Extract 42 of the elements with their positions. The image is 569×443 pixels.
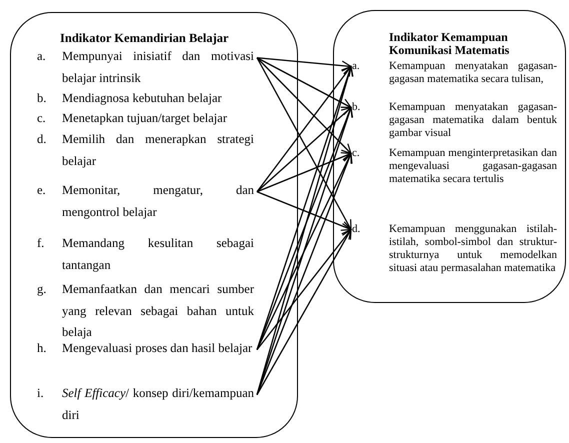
list-item-text: Kemampuan menginterpretasikan dan mengevaluasi gagasan-gagasan matematika secara tertulis: [389, 147, 557, 186]
list-item-text: Memonitar, mengatur, dan mengontrol belajar: [62, 182, 254, 221]
list-marker: h.: [37, 340, 48, 357]
rounded-panel: [10, 12, 298, 438]
rounded-panel: [333, 10, 566, 303]
list-item-text: Memilih dan menerapkan strategi belajar: [62, 131, 254, 170]
list-item-text: Mempunyai inisiatif dan motivasi belajar intrinsik: [62, 48, 254, 87]
list-marker: c.: [352, 147, 361, 161]
list-marker: d.: [37, 131, 48, 148]
list-item-text: Kemampuan menyatakan gagasan-gagasan matematika secara tulisan,: [389, 60, 557, 86]
arrow: [256, 66, 352, 192]
panel-heading: Indikator Kemampuan Komunikasi Matematis: [389, 31, 510, 57]
list-item-text: Kemampuan menyatakan gagasan-gagasan matematika dalam bentuk gambar visual: [389, 101, 557, 140]
list-item-text: Self Efficacy/ konsep diri/kemampuan diri: [62, 385, 254, 424]
list-marker: a.: [352, 60, 361, 74]
arrow: [256, 152, 352, 350]
arrow: [256, 106, 352, 192]
arrow: [256, 228, 352, 396]
list-marker: a.: [37, 48, 47, 65]
list-item-text: Memanfaatkan dan mencari sumber yang relevan sebagai bahan untuk belaja: [62, 281, 254, 341]
list-marker: g.: [37, 281, 48, 298]
list-marker: d.: [352, 223, 362, 237]
panel-heading: Indikator Kemandirian Belajar: [60, 32, 230, 46]
arrow: [256, 152, 352, 192]
list-marker: b.: [352, 101, 362, 115]
list-marker: b.: [37, 90, 48, 107]
arrow: [256, 57, 352, 71]
arrow: [256, 57, 352, 108]
arrow: [256, 152, 353, 395]
arrow: [256, 57, 352, 230]
list-item-text: Menetapkan tujuan/target belajar: [62, 110, 228, 127]
list-item-text: Memandang kesulitan sebagai tantangan: [62, 235, 254, 274]
list-item-text: Mendiagnosa kebutuhan belajar: [62, 90, 223, 107]
arrow: [256, 191, 352, 231]
list-marker: e.: [37, 182, 47, 199]
list-marker: f.: [37, 235, 46, 252]
arrow: [256, 228, 352, 350]
list-item-text: Mengevaluasi proses dan hasil belajar: [62, 340, 254, 357]
arrow: [256, 57, 352, 154]
list-item-text: Kemampuan menggunakan istilah-istilah, sombol-simbol dan struktur-strukturnya untuk memodelkan situasi atau permasalahan matematika: [389, 223, 557, 275]
list-marker: c.: [37, 110, 47, 127]
list-marker: i.: [37, 385, 45, 402]
